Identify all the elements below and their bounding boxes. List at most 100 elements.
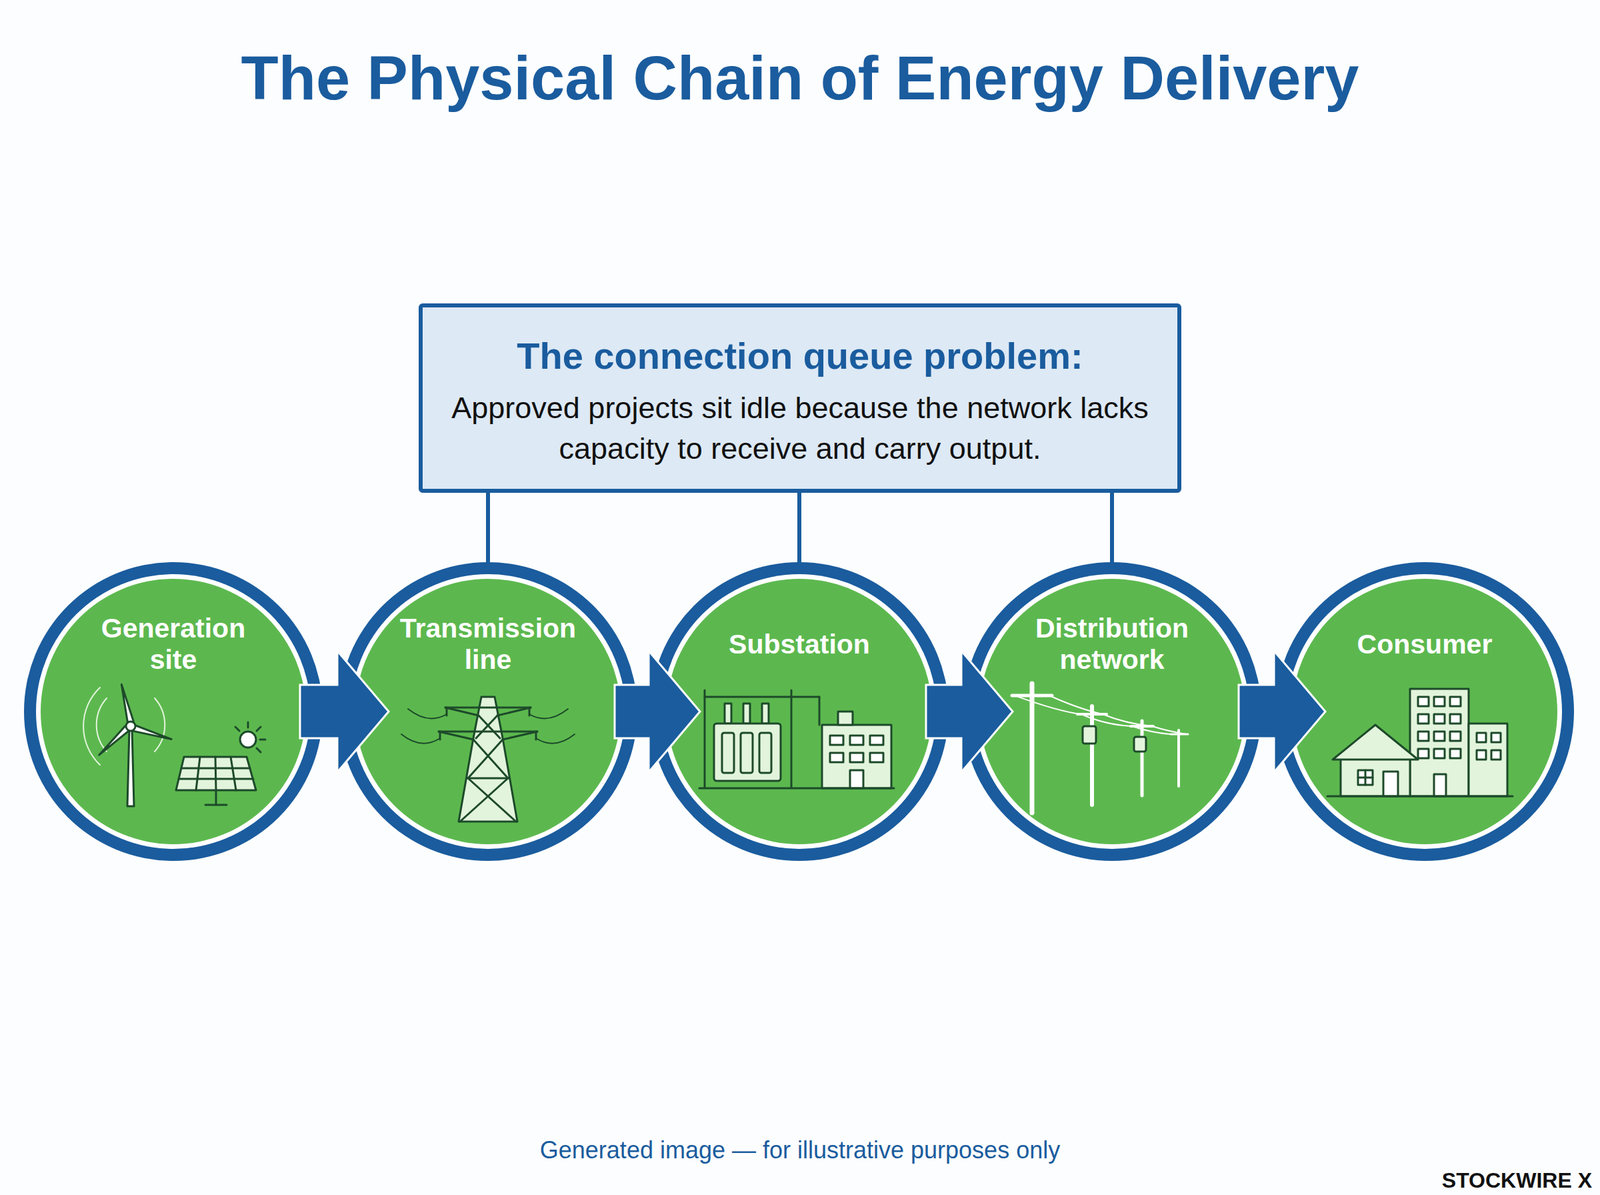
poles-icon-part [1014,695,1187,734]
buildings-icon-part-part [1476,750,1486,760]
turbine-solar-icon-part [176,756,256,790]
poles-icon-part [1082,726,1096,744]
substation-icon-part-part [762,703,769,724]
poles-icon-part [1012,694,1052,698]
poles-icon-part [1177,730,1180,786]
substation-icon-part-part [759,732,772,773]
buildings-icon-part-part [1476,732,1486,742]
stage-circle: Transmission line [338,562,638,861]
poles-icon-part [1134,736,1146,752]
pylon-icon-part [438,730,538,733]
callout-leader [797,492,802,562]
turbine-solar-icon-part-part [256,748,261,752]
buildings-icon-part [1468,723,1508,796]
buildings-icon-part [1383,771,1398,796]
poles-icon-part [1130,724,1154,728]
substation-icon-part-part [743,703,750,724]
substation-icon-part-part [740,732,753,773]
flow-arrow [614,650,700,772]
flow-arrow [300,650,389,772]
pylon-icon-part [468,739,503,778]
turbine-solar-icon-part [83,687,100,765]
circle-ring [338,562,638,861]
buildings-icon-part-part [1491,750,1501,760]
buildings-icon-part-part [1450,696,1461,706]
poles-icon-part [1030,683,1035,813]
circle-outline [650,562,949,861]
circle-fill [979,578,1245,844]
pylon-icon-part [438,731,474,740]
stage-circle: Distribution network [962,562,1262,861]
pylon-icon-part [529,708,568,718]
buildings-icon-part-part [1418,696,1429,706]
stage-circle: Consumer [1275,562,1574,861]
circle-outline [338,562,638,861]
callout-heading: The connection queue problem: [443,334,1157,378]
circle-ring [962,562,1262,861]
circle-fill [40,578,306,844]
stage-text-area: Generation site [78,612,269,676]
pylon-icon-part [401,734,440,744]
buildings-icon-part-part [1450,748,1461,758]
circle-gap [36,574,311,849]
circle-ring [24,562,323,861]
pylon-icon-part [476,715,498,738]
buildings-icon [1327,688,1513,796]
pylon-icon-part [535,731,538,740]
stage-text-area: Substation [704,612,895,676]
substation-icon-part-part [830,752,844,762]
buildings-icon-part-part [1434,748,1445,758]
substation-icon-part-part [850,752,864,762]
buildings-icon-part-part [1450,714,1461,724]
buildings-icon-part [1418,696,1501,796]
turbine-solar-icon-part [96,698,107,752]
turbine-solar-icon-part [215,756,216,790]
turbine-solar-icon-part [98,684,173,758]
pylon-icon-part [536,734,575,744]
buildings-icon-part-part [1434,731,1445,741]
stage-text-area: Distribution network [1016,612,1208,676]
circle-fill [1292,578,1558,844]
buildings-icon-part-part [1450,731,1461,741]
turbine-solar-icon-part-part [129,724,172,741]
turbine-solar-icon-part [154,698,165,752]
stage-label: Generation site [78,612,269,676]
callout-leader [486,492,490,562]
buildings-icon-part [1358,770,1373,785]
turbine-solar-icon-part-part [260,738,266,741]
stage-label: Substation [728,628,870,660]
substation-icon-part-part [838,711,853,725]
turbine-solar-icon-part-part [235,726,240,731]
pylon-icon-part [445,706,531,709]
buildings-icon-part-part [1434,714,1445,724]
buildings-icon-part [1327,795,1513,798]
turbine-solar-icon-part [230,756,236,790]
turbine-solar-icon-part [127,728,134,806]
substation-icon-part-part [850,770,864,788]
pylon-icon-part [445,707,479,716]
turbine-solar-icon-part-part [126,721,136,731]
poles-icon-part [1090,706,1094,805]
buildings-icon-part-part [1418,714,1429,724]
stage-label: Consumer [1357,628,1493,660]
buildings-icon-part [1358,776,1373,779]
substation-icon-part-part [722,732,734,773]
stage-label: Transmission line [392,612,584,676]
substation-icon-part [699,787,894,790]
pylon-icon-part [408,708,447,718]
pylon-icon-part [478,715,500,738]
buildings-icon-part [1364,770,1367,785]
pylon-icon-part [468,777,508,780]
substation-icon-part [818,696,821,725]
pylon-icon-part [497,707,531,716]
circle-gap [662,574,937,849]
callout-box: The connection queue problem:Approved pr… [418,303,1182,493]
circle-ring [1275,562,1574,861]
buildings-icon-part-part [1418,731,1429,741]
substation-icon-part [790,690,793,788]
circle-gap [1287,574,1562,849]
poles-icon-part [1170,733,1188,736]
flow-arrow [926,650,1013,772]
